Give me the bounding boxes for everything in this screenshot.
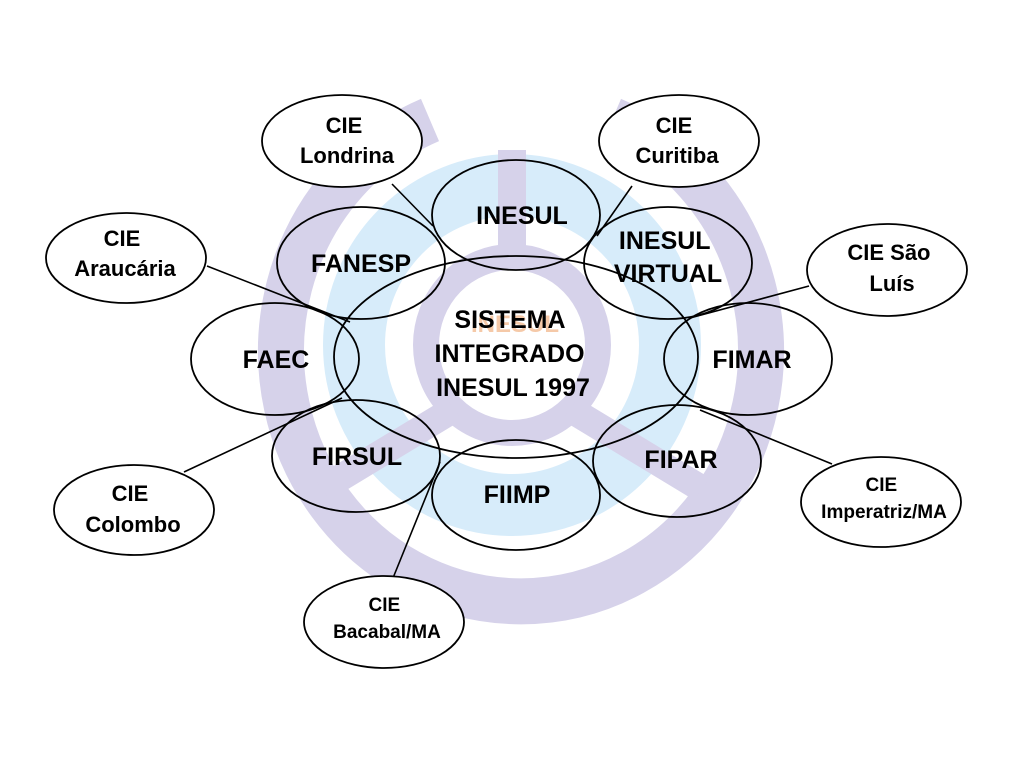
label-cie-bacabal: CIE Bacabal/MA [333,595,441,643]
cie-ellipses [45,94,968,669]
ellipse-cie-sao-luis [806,223,968,317]
ellipse-firsul [271,399,441,513]
ellipse-fanesp [276,206,446,320]
label-cie-sao-luis: CIE São Luís [847,240,936,296]
label-fipar: FIPAR [644,446,717,474]
connector-araucaria [206,265,351,323]
label-cie-imperatriz: CIE Imperatriz/MA [821,475,947,523]
connector-londrina [391,183,434,227]
ellipse-cie-curitiba [598,94,760,188]
labels: SISTEMA INTEGRADO INESUL 1997 INESUL FAN… [74,113,947,643]
ellipse-center [333,255,699,459]
label-cie-curitiba: CIE Curitiba [635,113,719,168]
watermark-outer-ring [258,98,784,625]
label-cie-araucaria: CIE Araucária [74,226,176,281]
ellipse-inesul [431,159,601,271]
center-label-line-1: SISTEMA [454,306,565,334]
ellipse-cie-colombo [53,464,215,556]
connector-colombo [183,397,343,473]
watermark-spoke-top [498,150,526,260]
label-fimar: FIMAR [712,346,791,374]
ellipse-faec [190,302,360,416]
label-fanesp: FANESP [311,250,411,278]
watermark-logo: INESUL [258,98,784,625]
label-inesul: INESUL [476,202,568,230]
ellipse-fimar [663,302,833,416]
label-firsul: FIRSUL [312,443,402,471]
label-cie-londrina: CIE Londrina [300,113,395,168]
watermark-label: INESUL [471,311,559,338]
center-label-line-2: INTEGRADO [435,340,585,368]
ellipse-cie-imperatriz [800,456,962,548]
label-cie-colombo: CIE Colombo [85,481,180,537]
ellipse-cie-bacabal [303,575,465,669]
label-faec: FAEC [243,346,310,374]
institution-ellipses [190,159,833,551]
ellipse-cie-araucaria [45,212,207,304]
watermark-spoke-right [562,398,710,500]
center-label: SISTEMA INTEGRADO INESUL 1997 [435,306,592,402]
ellipse-cie-londrina [261,94,423,188]
center-label-line-3: INESUL 1997 [436,374,590,402]
label-fiimp: FIIMP [484,481,551,509]
ellipse-fiimp [431,439,601,551]
connector-imperatriz [699,409,833,465]
label-inesul-virtual: INESUL VIRTUAL [614,227,722,288]
connector-bacabal [392,461,441,579]
